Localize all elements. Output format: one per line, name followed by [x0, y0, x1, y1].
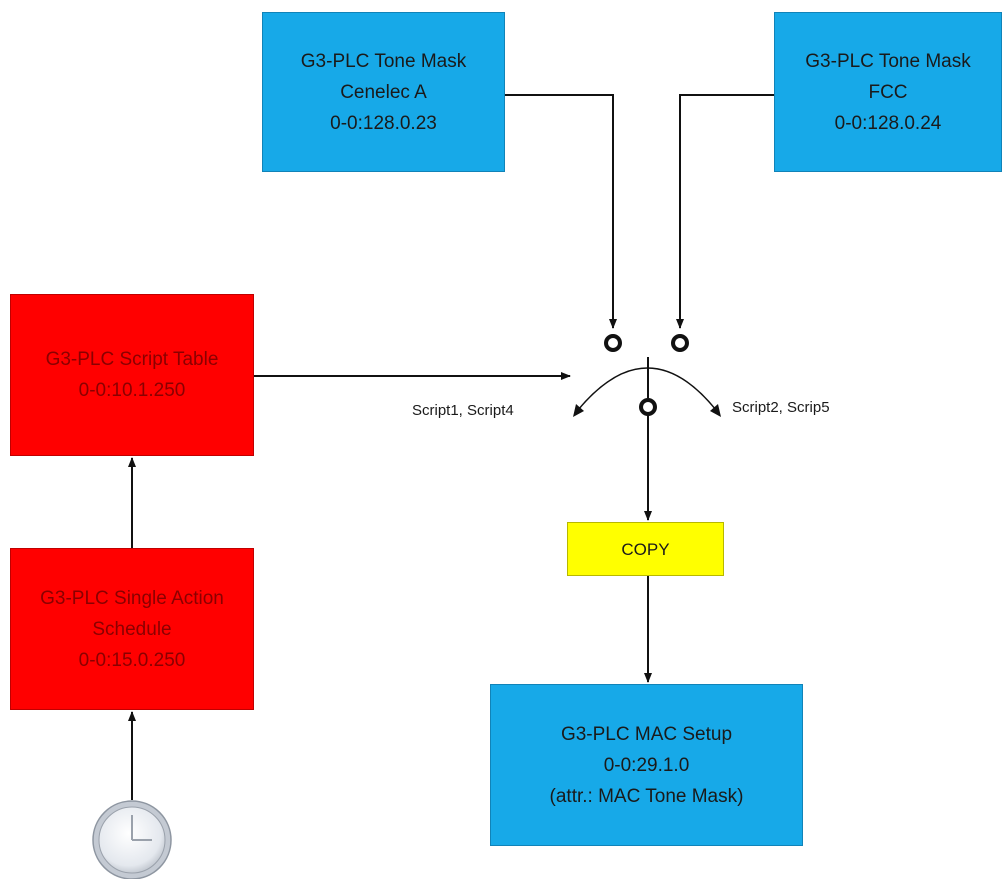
- switch-contact-left: [604, 334, 622, 352]
- edge-fcc-to-switch: [676, 94, 774, 329]
- switch-contact-right: [671, 334, 689, 352]
- switch-label-left: Script1, Script4: [412, 402, 514, 419]
- mac-setup-box: G3-PLC MAC Setup 0-0:29.1.0 (attr.: MAC …: [490, 684, 803, 846]
- mac-setup-obis: 0-0:29.1.0: [603, 754, 690, 776]
- single-action-schedule-obis: 0-0:15.0.250: [78, 649, 186, 671]
- single-action-schedule-title: G3-PLC Single Action: [40, 587, 224, 609]
- tone-mask-fcc-title: G3-PLC Tone Mask: [805, 50, 971, 72]
- script-table-title: G3-PLC Script Table: [45, 349, 219, 370]
- mac-setup-attr: (attr.: MAC Tone Mask): [549, 785, 744, 807]
- script-table-box: G3-PLC Script Table 0-0:10.1.250: [10, 294, 254, 456]
- tone-mask-fcc-box: G3-PLC Tone Mask FCC 0-0:128.0.24: [774, 12, 1002, 172]
- switch-arc-head-right: [710, 404, 721, 417]
- script-table-obis: 0-0:10.1.250: [78, 380, 186, 401]
- switch-label-right: Script2, Scrip5: [732, 399, 830, 416]
- tone-mask-fcc-obis: 0-0:128.0.24: [834, 112, 942, 134]
- tone-mask-fcc-band: FCC: [868, 81, 908, 103]
- tone-mask-cenelec-obis: 0-0:128.0.23: [330, 112, 437, 134]
- clock-icon: [92, 800, 172, 879]
- tone-mask-cenelec-band: Cenelec A: [340, 81, 427, 103]
- edge-cenelec-to-switch: [505, 94, 617, 329]
- switch-arc: [577, 367, 717, 411]
- tone-mask-cenelec-box: G3-PLC Tone Mask Cenelec A 0-0:128.0.23: [262, 12, 505, 172]
- mac-setup-title: G3-PLC MAC Setup: [560, 723, 733, 745]
- single-action-schedule-title-cont: Schedule: [92, 618, 172, 640]
- tone-mask-cenelec-title: G3-PLC Tone Mask: [300, 50, 467, 72]
- single-action-schedule-box: G3-PLC Single Action Schedule 0-0:15.0.2…: [10, 548, 254, 710]
- copy-box: COPY: [567, 522, 724, 576]
- switch-arc-head-left: [573, 404, 584, 417]
- switch-common: [639, 398, 657, 416]
- copy-label: COPY: [621, 539, 670, 559]
